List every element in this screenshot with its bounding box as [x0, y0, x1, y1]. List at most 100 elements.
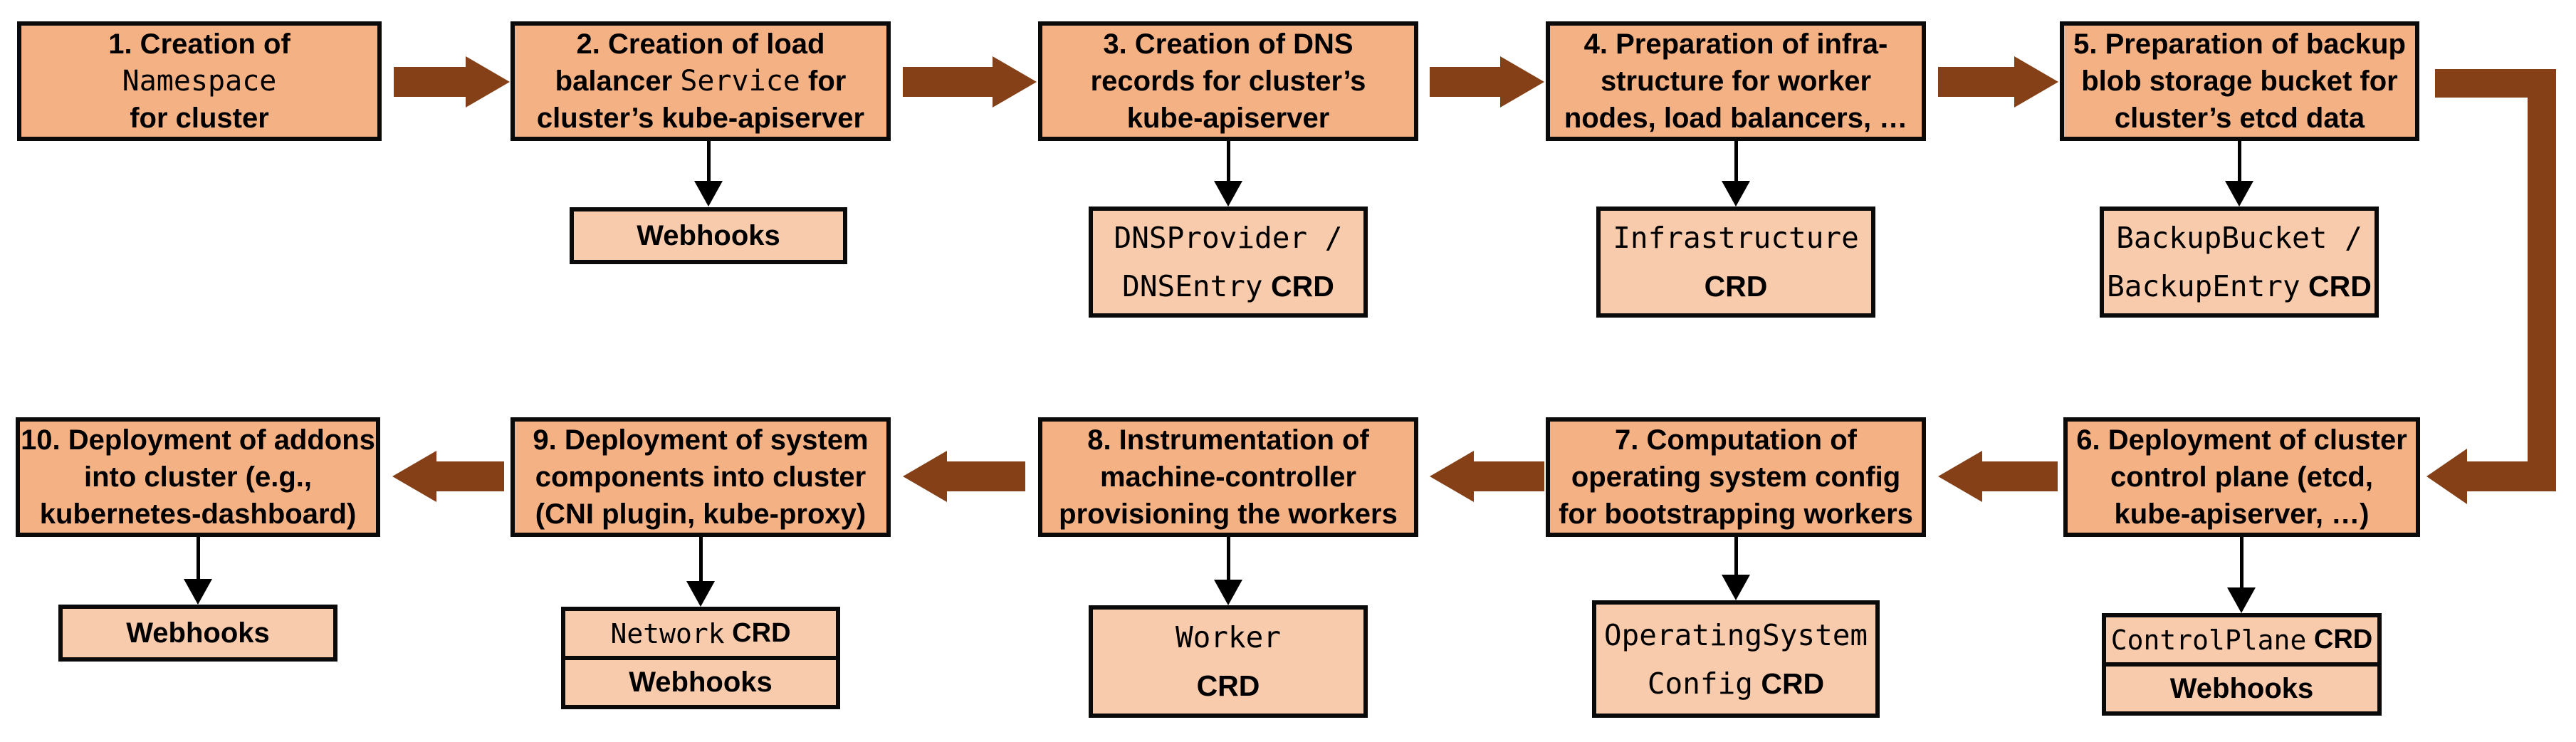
step-text: 7. Computation of [1615, 424, 1857, 456]
crd-text-line: Worker [1176, 613, 1281, 662]
step-text: 4. Preparation of infra- [1583, 28, 1888, 60]
connector-shaft [1734, 537, 1738, 575]
crd-resource-name: Config [1647, 666, 1753, 701]
connector-shaft [196, 537, 200, 579]
flow-arrow-wrap-5-6 [2426, 69, 2556, 504]
crd-text-line: CRD [1197, 662, 1260, 710]
crd-resource-name: DNSEntry [1122, 269, 1263, 303]
step-text: blob storage bucket for [2081, 66, 2398, 97]
step-text-line: cluster’s etcd data [2115, 100, 2365, 137]
step-text: nodes, load balancers, … [1564, 103, 1908, 134]
crd-suffix: CRD [1704, 270, 1768, 303]
step-text-line: balancer Service for [555, 63, 847, 100]
step-text: for cluster [130, 103, 269, 134]
crd-suffix: CRD [2300, 270, 2372, 303]
crd-resource-name: Network [610, 617, 725, 649]
connector-arrow-step3-crd [1214, 141, 1242, 207]
arrow-shaft [1938, 67, 2014, 97]
connector-head-icon [2225, 181, 2253, 207]
crd-resource-name: Infrastructure [1613, 221, 1859, 255]
crd-webhooks-stack-step-6: ControlPlane CRD Webhooks [2102, 613, 2382, 716]
crd-box-controlplane: ControlPlane CRD [2102, 613, 2382, 667]
connector-arrow-step4-crd [1722, 141, 1750, 207]
crd-text-line: DNSEntry CRD [1122, 262, 1334, 310]
step-text-line: Namespace [122, 63, 277, 100]
crd-text-line: DNSProvider / [1114, 214, 1343, 262]
step-text-line: (CNI plugin, kube-proxy) [535, 496, 866, 533]
step-text-line: 5. Preparation of backup [2073, 26, 2406, 63]
step-text: 8. Instrumentation of [1087, 424, 1369, 456]
connector-shaft [2237, 140, 2241, 181]
step-box-5: 5. Preparation of backup blob storage bu… [2060, 21, 2419, 141]
crd-text-line: Infrastructure [1613, 214, 1859, 262]
step-text-line: control plane (etcd, [2110, 459, 2373, 496]
crd-box-network: Network CRD [561, 607, 840, 660]
arrow-head-icon [2014, 56, 2058, 108]
step-text: 9. Deployment of system [533, 424, 869, 456]
step-text: control plane (etcd, [2110, 461, 2373, 493]
webhooks-label: Webhooks [126, 617, 270, 649]
connector-arrow-step8-crd [1214, 537, 1242, 605]
crd-suffix: CRD [1262, 270, 1334, 303]
step-text-line: machine-controller [1100, 459, 1356, 496]
step-box-4: 4. Preparation of infra- structure for w… [1546, 21, 1926, 141]
connector-head-icon [694, 181, 723, 207]
arrow-head-icon [466, 56, 510, 108]
crd-resource-name: BackupEntry [2107, 269, 2300, 303]
step-text: 6. Deployment of cluster [2076, 424, 2407, 456]
step-text-line: for bootstrapping workers [1559, 496, 1913, 533]
webhooks-box-step-9: Webhooks [561, 656, 840, 709]
webhooks-box-step-2: Webhooks [570, 207, 847, 264]
step-text-line: 4. Preparation of infra- [1584, 26, 1888, 63]
arrow-shaft [436, 461, 504, 491]
step-text-line: 1. Creation of [108, 26, 290, 63]
step-text-line: 7. Computation of [1615, 422, 1857, 459]
arrow-shaft [1430, 67, 1500, 97]
webhooks-label: Webhooks [2169, 673, 2314, 704]
step-text: 3. Creation of DNS [1103, 28, 1354, 60]
step-text-line: 3. Creation of DNS [1103, 26, 1353, 63]
crd-box-operatingsystemconfig: OperatingSystem Config CRD [1592, 600, 1880, 718]
connector-head-icon [1214, 580, 1242, 605]
step-text: 1. Creation of [108, 28, 290, 60]
flow-arrow-left-8-9 [903, 451, 1025, 502]
step-text: for [800, 66, 847, 97]
connector-shaft [706, 141, 711, 181]
crd-text-line: Config CRD [1648, 659, 1824, 708]
arrow-shaft [1474, 461, 1544, 491]
webhooks-label: Webhooks [629, 667, 773, 698]
flow-arrow-left-6-7 [1938, 451, 2058, 502]
crd-resource-name: OperatingSystem [1603, 617, 1868, 652]
flow-arrow-left-9-10 [392, 451, 504, 502]
crd-suffix: CRD [724, 618, 791, 648]
step-text: 2. Creation of load [576, 28, 825, 60]
webhooks-box-step-6: Webhooks [2102, 662, 2382, 716]
step-text-line: nodes, load balancers, … [1564, 100, 1907, 137]
crd-suffix: CRD [2306, 625, 2373, 654]
connector-head-icon [686, 581, 715, 607]
crd-webhooks-stack-step-9: Network CRD Webhooks [561, 607, 840, 709]
arrow-head-icon [392, 451, 436, 502]
step-text-line: operating system config [1571, 459, 1900, 496]
webhooks-box-step-10: Webhooks [58, 605, 337, 662]
step-text-line: 6. Deployment of cluster [2076, 422, 2407, 459]
connector-head-icon [1722, 181, 1750, 207]
step-text-line: into cluster (e.g., [84, 459, 312, 496]
connector-shaft [2239, 537, 2243, 587]
connector-head-icon [1722, 575, 1750, 600]
step-text: kube-apiserver [1126, 103, 1330, 134]
step-text-mono: Service [680, 65, 800, 98]
arrow-head-icon [1500, 56, 1544, 108]
step-text: components into cluster [535, 461, 866, 493]
arrow-head-icon [1430, 451, 1474, 502]
crd-resource-name: ControlPlane [2110, 624, 2307, 656]
step-text: into cluster (e.g., [83, 461, 313, 493]
step-text: balancer [555, 66, 681, 97]
step-box-6: 6. Deployment of cluster control plane (… [2063, 417, 2420, 537]
connector-arrow-step7-crd [1722, 537, 1750, 600]
step-box-9: 9. Deployment of system components into … [511, 417, 891, 537]
step-text: 5. Preparation of backup [2073, 28, 2406, 60]
step-text: records for cluster’s [1090, 66, 1366, 97]
step-text-line: 9. Deployment of system [533, 422, 868, 459]
